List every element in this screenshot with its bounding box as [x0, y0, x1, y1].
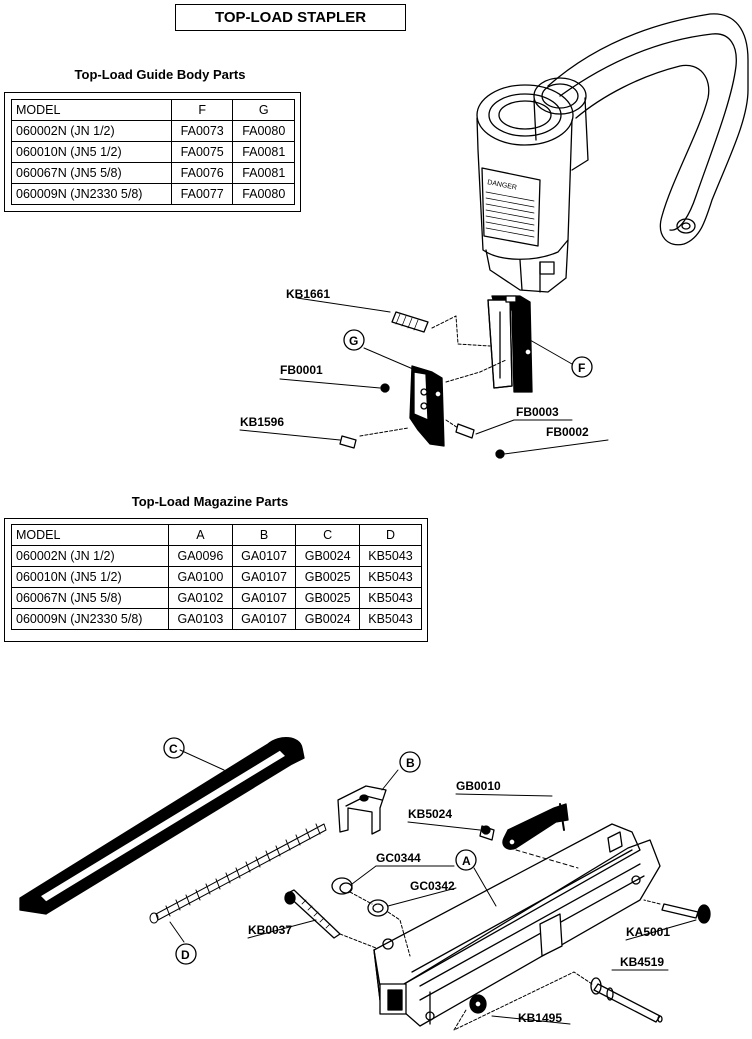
callout-fb0002: FB0002	[546, 425, 589, 439]
table-header-row: MODEL F G	[11, 99, 295, 121]
leader-lines-upper	[239, 297, 609, 455]
screw-fb0002	[495, 449, 505, 459]
guide-body-caption: Top-Load Guide Body Parts	[74, 67, 246, 82]
cell-d: KB5043	[358, 545, 423, 567]
circle-g-label: G	[349, 334, 358, 348]
callout-kb5024: KB5024	[408, 807, 452, 821]
table-row: 060009N (JN2330 5/8) GA0103 GA0107 GB002…	[10, 608, 423, 630]
screw-ka5001	[661, 903, 711, 924]
lever-gb0010	[502, 803, 569, 850]
circle-a-label: A	[462, 854, 471, 868]
table-row: 060067N (JN5 5/8) GA0102 GA0107 GB0025 K…	[10, 587, 423, 609]
callout-kb4519: KB4519	[620, 955, 664, 969]
callout-fb0003: FB0003	[516, 405, 559, 419]
table-row: 060009N (JN2330 5/8) FA0077 FA0080	[11, 183, 295, 205]
cell-g: FA0081	[232, 141, 295, 163]
circle-c-label: C	[169, 742, 178, 756]
circle-a	[455, 849, 477, 871]
circle-b	[399, 751, 421, 773]
clip-part-b	[337, 785, 387, 835]
circle-f-label: F	[578, 361, 585, 375]
cell-b: GA0107	[231, 587, 297, 609]
circle-c	[163, 737, 185, 759]
callout-gc0344: GC0344	[376, 851, 421, 865]
pusher-bar-part-c	[19, 737, 305, 915]
cell-model: 060009N (JN2330 5/8)	[10, 608, 170, 630]
danger-label: DANGER	[487, 179, 518, 192]
page-title: TOP-LOAD STAPLER	[175, 4, 406, 31]
spring-part-d	[149, 823, 327, 924]
circle-d-label: D	[181, 948, 190, 962]
cell-c: GB0024	[295, 608, 360, 630]
spring-fb0003	[455, 423, 475, 439]
cell-c: GB0024	[295, 545, 360, 567]
table-header-row: MODEL A B C D	[10, 524, 423, 546]
cell-f: FA0075	[170, 141, 234, 163]
callout-gc0342: GC0342	[410, 879, 455, 893]
callout-fb0001: FB0001	[280, 363, 323, 377]
cell-b: GA0107	[231, 566, 297, 588]
handle-pivot-hole	[676, 218, 696, 234]
guide-body-part-f	[487, 295, 533, 393]
magazine-caption: Top-Load Magazine Parts	[131, 494, 289, 509]
cell-a: GA0103	[168, 608, 233, 630]
callout-kb0037: KB0037	[248, 923, 292, 937]
table-row: 060067N (JN5 5/8) FA0076 FA0081	[11, 162, 295, 184]
circle-g	[343, 329, 365, 351]
magazine-part-a	[373, 823, 661, 1027]
cell-model: 060002N (JN 1/2)	[10, 545, 170, 567]
callout-ka5001: KA5001	[626, 925, 670, 939]
rivet-kb4519	[590, 977, 663, 1023]
table-row: 060002N (JN 1/2) GA0096 GA0107 GB0024 KB…	[10, 545, 423, 567]
screw-kb0037	[284, 889, 341, 939]
cell-d: KB5043	[358, 587, 423, 609]
circle-f	[571, 356, 593, 378]
cell-d: KB5043	[358, 608, 423, 630]
cell-model: 060009N (JN2330 5/8)	[11, 183, 172, 205]
magazine-frame	[4, 518, 428, 642]
circle-d	[175, 943, 197, 965]
header-model: MODEL	[11, 99, 172, 121]
guide-plate-part-g	[409, 365, 445, 447]
cell-g: FA0080	[232, 183, 295, 205]
circle-b-label: B	[406, 756, 415, 770]
guide-body-table: MODEL F G 060002N (JN 1/2) FA0073 FA0080…	[11, 99, 295, 205]
cell-g: FA0080	[232, 120, 295, 142]
nut-fb0001	[380, 383, 390, 393]
pin-kb1661	[391, 311, 429, 333]
magazine-table: MODEL A B C D 060002N (JN 1/2) GA0096 GA…	[10, 524, 423, 630]
table-row: 060010N (JN5 1/2) FA0075 FA0081	[11, 141, 295, 163]
cell-a: GA0102	[168, 587, 233, 609]
callout-kb1596: KB1596	[240, 415, 284, 429]
guide-body-frame	[4, 92, 301, 212]
cell-f: FA0077	[170, 183, 234, 205]
callout-kb1661: KB1661	[286, 287, 330, 301]
gear-gc0342	[367, 899, 389, 917]
callout-gb0010: GB0010	[456, 779, 501, 793]
pin-kb1596	[339, 435, 357, 449]
leader-lines-lower	[169, 749, 697, 1031]
page-title-text: TOP-LOAD STAPLER	[214, 9, 367, 26]
stapler-body: DANGER	[476, 13, 749, 293]
cell-a: GA0096	[168, 545, 233, 567]
callout-kb1495: KB1495	[518, 1011, 562, 1025]
cell-c: GB0025	[295, 587, 360, 609]
